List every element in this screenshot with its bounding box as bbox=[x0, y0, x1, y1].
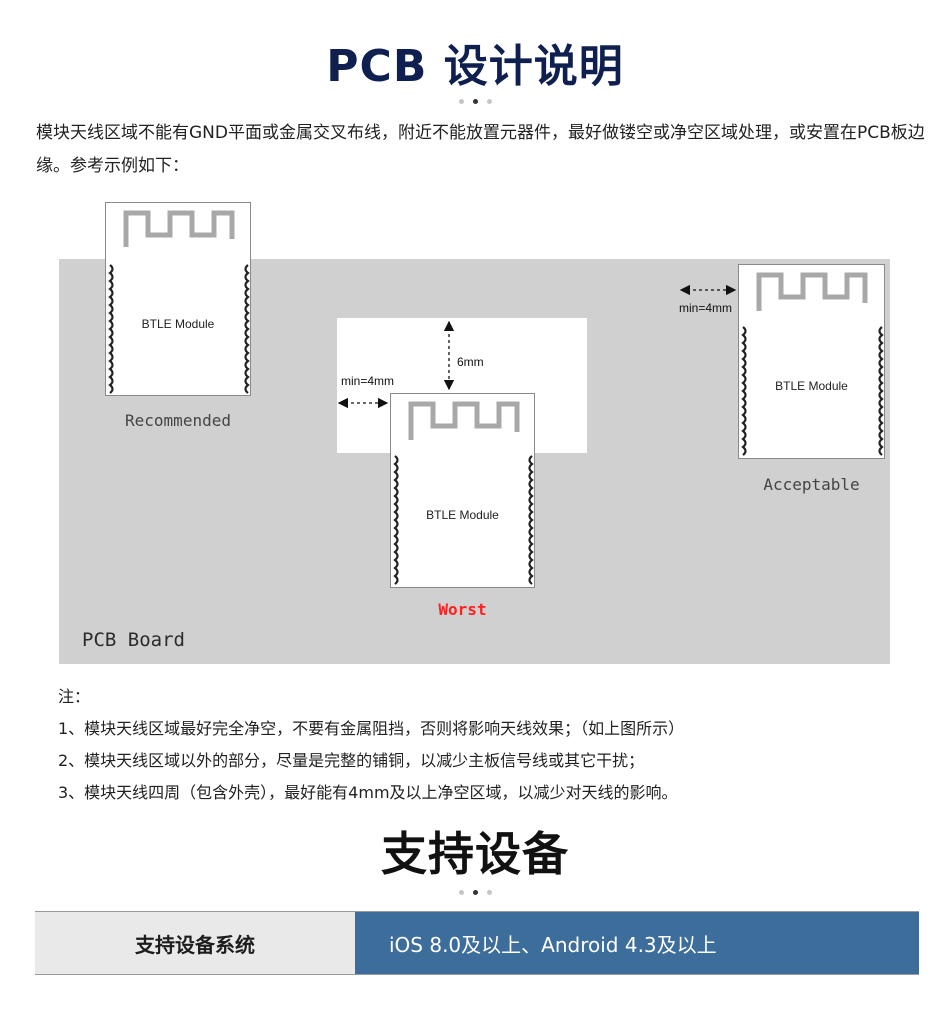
notes-list: 注： 1、模块天线区域最好完全净空，不要有金属阻挡，否则将影响天线效果；（如上图… bbox=[58, 681, 918, 809]
castellated-pad-icon bbox=[244, 264, 250, 394]
section-title-pcb-design: PCB 设计说明 bbox=[326, 41, 624, 92]
castellated-pad-chain bbox=[393, 455, 399, 585]
section-title-supported-devices: 支持设备 bbox=[381, 827, 569, 881]
supported-os-value: iOS 8.0及以上、Android 4.3及以上 bbox=[355, 912, 919, 974]
note-item: 3、模块天线四周（包含外壳），最好能有4mm及以上净空区域，以减少对天线的影响。 bbox=[58, 783, 678, 802]
castellated-pad-icon bbox=[878, 326, 884, 456]
castellated-pad-icon bbox=[393, 455, 399, 585]
btle-module-worst: BTLE Module bbox=[390, 393, 535, 588]
module-label: BTLE Module bbox=[775, 379, 848, 393]
dimension-min-4mm-label: min=4mm bbox=[679, 301, 733, 315]
intro-text: 模块天线区域不能有GND平面或金属交叉布线，附近不能放置元器件，最好做镂空或净空… bbox=[36, 123, 925, 176]
notes-heading: 注： bbox=[58, 687, 91, 706]
title-dots-divider bbox=[0, 890, 950, 895]
castellated-pad-chain bbox=[244, 264, 250, 394]
title-dots-divider bbox=[0, 99, 950, 104]
module-label: BTLE Module bbox=[426, 508, 499, 522]
supported-devices-table-row: 支持设备系统 iOS 8.0及以上、Android 4.3及以上 bbox=[35, 911, 919, 975]
castellated-pad-icon bbox=[528, 455, 534, 585]
pcb-diagram: BTLE Module Recommended BTLE Module Wors… bbox=[59, 202, 890, 664]
dimension-arrow-icon bbox=[337, 284, 737, 409]
dimension-min-4mm-label: min=4mm bbox=[341, 374, 395, 388]
pcb-board-label: PCB Board bbox=[82, 629, 185, 651]
castellated-pad-icon bbox=[108, 264, 114, 394]
acceptable-caption: Acceptable bbox=[763, 475, 860, 494]
dimension-6mm-label: 6mm bbox=[457, 355, 484, 369]
antenna-trace-icon bbox=[756, 272, 868, 311]
btle-module-acceptable: BTLE Module bbox=[738, 264, 885, 459]
antenna-trace-icon bbox=[123, 210, 235, 247]
supported-os-label: 支持设备系统 bbox=[35, 912, 355, 974]
castellated-pad-chain bbox=[741, 326, 747, 456]
antenna-trace-icon bbox=[408, 401, 520, 440]
note-item: 1、模块天线区域最好完全净空，不要有金属阻挡，否则将影响天线效果；（如上图所示） bbox=[58, 719, 685, 738]
worst-caption: Worst bbox=[438, 600, 487, 619]
module-label: BTLE Module bbox=[141, 317, 215, 331]
recommended-caption: Recommended bbox=[125, 411, 231, 430]
castellated-pad-chain bbox=[108, 264, 114, 394]
castellated-pad-icon bbox=[741, 326, 747, 456]
btle-module-recommended: BTLE Module bbox=[105, 202, 251, 396]
note-item: 2、模块天线区域以外的部分，尽量是完整的铺铜，以减少主板信号线或其它干扰； bbox=[58, 751, 645, 770]
castellated-pad-chain bbox=[878, 326, 884, 456]
castellated-pad-chain bbox=[528, 455, 534, 585]
